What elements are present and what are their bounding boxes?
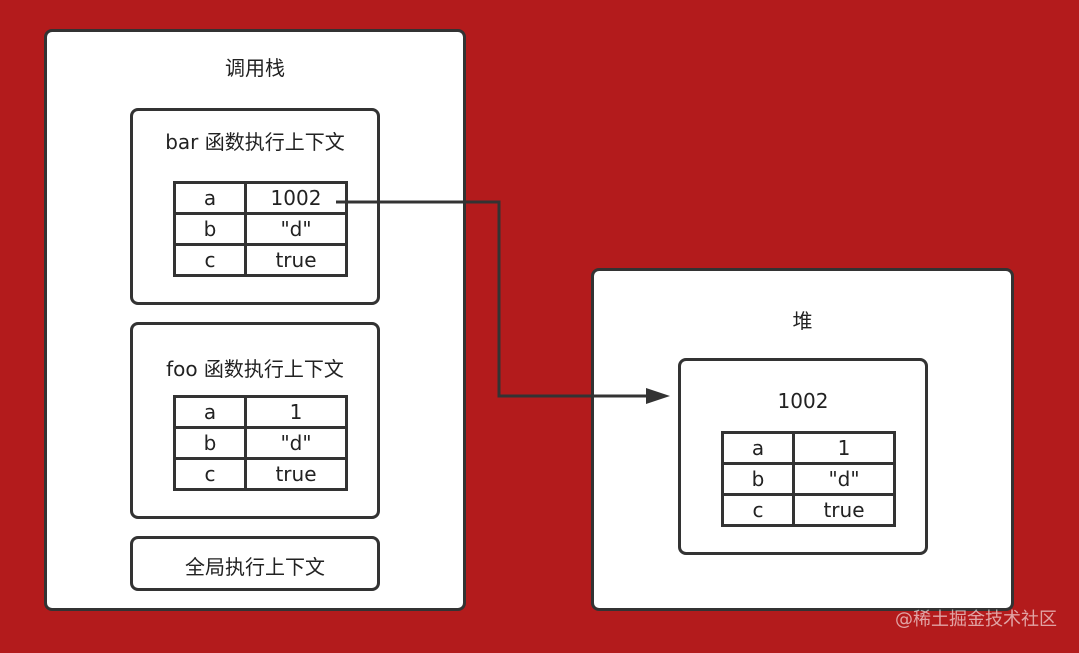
bar-context-title: bar 函数执行上下文 — [165, 130, 345, 154]
watermark: @稀土掘金技术社区 — [895, 609, 1057, 630]
var-value: true — [244, 457, 348, 491]
var-key: b — [173, 212, 247, 246]
bar-variable-table: a 1002 b "d" c true — [173, 181, 348, 277]
heap-title: 堆 — [792, 309, 813, 333]
var-key: c — [173, 243, 247, 277]
foo-variable-table: a 1 b "d" c true — [173, 395, 348, 491]
reference-arrow-head — [646, 388, 670, 404]
var-key: b — [173, 426, 247, 460]
prop-value: true — [792, 493, 896, 527]
var-value: "d" — [244, 426, 348, 460]
table-row: c true — [173, 243, 348, 277]
prop-key: a — [721, 431, 795, 465]
table-row: c true — [173, 457, 348, 491]
heap-object-table: a 1 b "d" c true — [721, 431, 896, 527]
table-row: a 1 — [721, 431, 896, 465]
call-stack-title: 调用栈 — [225, 56, 285, 80]
heap-object-box: 1002 a 1 b "d" c true — [678, 358, 928, 555]
var-value: 1 — [244, 395, 348, 429]
table-row: b "d" — [721, 462, 896, 496]
var-value: 1002 — [244, 181, 348, 215]
heap-box: 堆 1002 a 1 b "d" c true — [591, 268, 1014, 611]
var-key: a — [173, 181, 247, 215]
table-row: a 1002 — [173, 181, 348, 215]
table-row: c true — [721, 493, 896, 527]
var-value: "d" — [244, 212, 348, 246]
prop-value: "d" — [792, 462, 896, 496]
table-row: b "d" — [173, 426, 348, 460]
global-context-title: 全局执行上下文 — [185, 555, 325, 579]
table-row: a 1 — [173, 395, 348, 429]
reference-arrow-line — [336, 200, 650, 398]
foo-context-title: foo 函数执行上下文 — [166, 357, 344, 381]
heap-object-address: 1002 — [777, 389, 829, 413]
call-stack-box: 调用栈 bar 函数执行上下文 a 1002 b "d" c true foo … — [44, 29, 466, 611]
table-row: b "d" — [173, 212, 348, 246]
global-context-box: 全局执行上下文 — [130, 536, 380, 591]
prop-value: 1 — [792, 431, 896, 465]
foo-context-box: foo 函数执行上下文 a 1 b "d" c true — [130, 322, 380, 519]
var-key: c — [173, 457, 247, 491]
var-key: a — [173, 395, 247, 429]
var-value: true — [244, 243, 348, 277]
bar-context-box: bar 函数执行上下文 a 1002 b "d" c true — [130, 108, 380, 305]
prop-key: b — [721, 462, 795, 496]
prop-key: c — [721, 493, 795, 527]
